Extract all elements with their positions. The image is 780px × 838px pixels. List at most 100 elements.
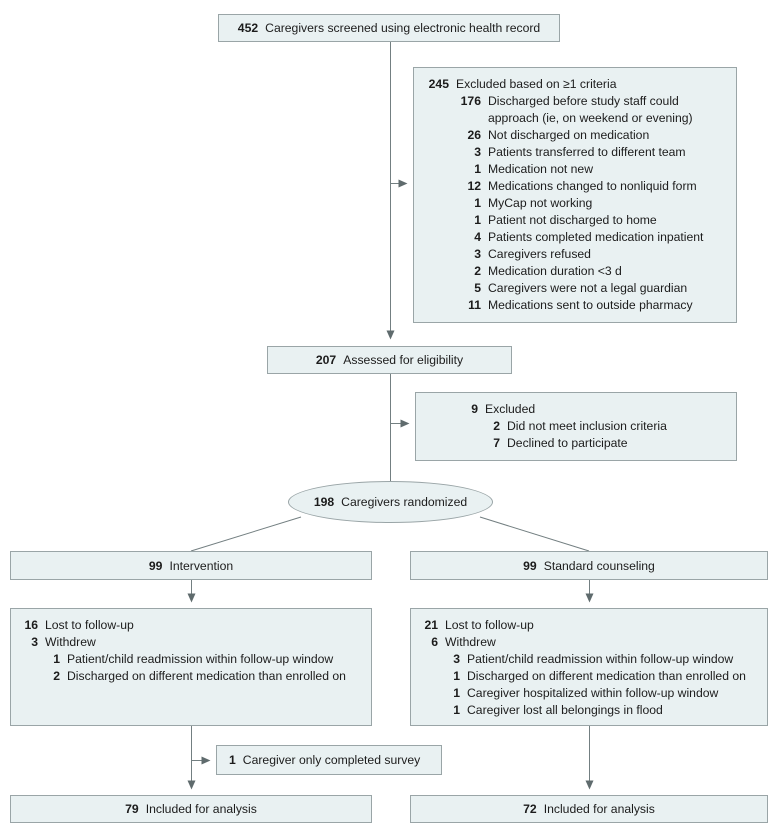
row-text: Patients transferred to different team (488, 145, 686, 159)
flow-list-row: 9 Excluded (464, 401, 732, 418)
flow-list-row: 1 Patient not discharged to home (422, 212, 732, 229)
flow-list-row: 1 Discharged on different medication than… (419, 668, 763, 685)
row-count: 1 (474, 213, 481, 227)
row-count: 2 (474, 264, 481, 278)
row-count: 3 (31, 635, 38, 649)
flow-list-row: 2 Discharged on different medication than… (19, 668, 367, 685)
survey-only-box: 1 Caregiver only completed survey (216, 745, 442, 775)
row-text: MyCap not working (488, 196, 593, 210)
line-randomized-to-standard (479, 516, 590, 552)
row-text: Did not meet inclusion criteria (507, 419, 667, 433)
flow-list-row: 3 Patient/child readmission within follow… (419, 651, 763, 668)
row-count: 12 (467, 179, 481, 193)
analysis-standard-count: 72 (523, 802, 537, 816)
row-text: Patient not discharged to home (488, 213, 657, 227)
row-text: Not discharged on medication (488, 128, 650, 142)
row-count: 1 (453, 686, 460, 700)
flow-list-row: 1 Caregiver hospitalized within follow-up… (419, 685, 763, 702)
flow-list-row: 4 Patients completed medication inpatient (422, 229, 732, 246)
randomized-ellipse: 198 Caregivers randomized (288, 481, 493, 523)
row-text: Discharged on different medication than … (467, 669, 746, 683)
flow-list-row: 1 Caregiver lost all belongings in flood (419, 702, 763, 719)
row-count: 1 (453, 703, 460, 717)
excluded-eligibility-box: 9 Excluded 2 Did not meet inclusion criteri… (415, 392, 737, 461)
flow-list-row: 3 Caregivers refused (422, 246, 732, 263)
flow-list-row: 11 Medications sent to outside pharmacy (422, 297, 732, 314)
row-count: 3 (474, 247, 481, 261)
screened-label: Caregivers screened using electronic hea… (265, 21, 541, 35)
flow-list-row: 26 Not discharged on medication (422, 127, 732, 144)
assessed-box: 207 Assessed for eligibility (267, 346, 512, 374)
flow-list-row: 2 Medication duration <3 d (422, 263, 732, 280)
analysis-standard-box: 72 Included for analysis (410, 795, 768, 823)
analysis-intervention-label: Included for analysis (145, 802, 257, 816)
row-count: 4 (474, 230, 481, 244)
analysis-intervention-count: 79 (125, 802, 139, 816)
row-count: 3 (474, 145, 481, 159)
row-count: 16 (24, 618, 38, 632)
row-text: Medications sent to outside pharmacy (488, 298, 693, 312)
row-count: 5 (474, 281, 481, 295)
row-text: Patient/child readmission within follow-… (67, 652, 334, 666)
analysis-intervention-box: 79 Included for analysis (10, 795, 372, 823)
row-count: 1 (474, 162, 481, 176)
row-count: 9 (471, 402, 478, 416)
row-count: 1 (53, 652, 60, 666)
row-count: 26 (467, 128, 481, 142)
flow-list-row: 12 Medications changed to nonliquid form (422, 178, 732, 195)
assessed-count: 207 (315, 353, 337, 367)
row-text: Excluded (485, 402, 536, 416)
intervention-label: Intervention (169, 558, 234, 573)
screened-box: 452 Caregivers screened using electronic… (218, 14, 560, 42)
row-text: Discharged before study staff could appr… (488, 94, 693, 125)
intervention-count: 99 (148, 558, 163, 573)
flow-list-row: 3 Patients transferred to different team (422, 144, 732, 161)
intervention-arm-box: 99 Intervention (10, 551, 372, 580)
standard-arm-box: 99 Standard counseling (410, 551, 768, 580)
flow-list-row: 16 Lost to follow-up (19, 617, 367, 634)
row-text: Discharged on different medication than … (67, 669, 346, 683)
row-text: Patient/child readmission within follow-… (467, 652, 734, 666)
row-text: Medications changed to nonliquid form (488, 179, 697, 193)
row-text: Withdrew (445, 635, 496, 649)
row-count: 1 (453, 669, 460, 683)
flow-list-row: 3 Withdrew (19, 634, 367, 651)
row-count: 21 (424, 618, 438, 632)
flow-list-row: 1 Patient/child readmission within follow… (19, 651, 367, 668)
row-text: Caregivers were not a legal guardian (488, 281, 688, 295)
analysis-standard-label: Included for analysis (543, 802, 655, 816)
survey-only-count: 1 (229, 753, 236, 767)
flow-list-row: 2 Did not meet inclusion criteria (464, 418, 732, 435)
row-count: 176 (460, 94, 481, 108)
row-text: Withdrew (45, 635, 96, 649)
flow-list-row: 5 Caregivers were not a legal guardian (422, 280, 732, 297)
row-text: Lost to follow-up (45, 618, 134, 632)
row-text: Lost to follow-up (445, 618, 534, 632)
standard-label: Standard counseling (543, 558, 655, 573)
row-count: 3 (453, 652, 460, 666)
survey-only-label: Caregiver only completed survey (242, 753, 421, 767)
row-text: Patients completed medication inpatient (488, 230, 704, 244)
screened-count: 452 (237, 21, 259, 35)
row-text: Medication not new (488, 162, 594, 176)
row-count: 7 (493, 436, 500, 450)
row-text: Caregiver hospitalized within follow-up … (467, 686, 719, 700)
row-count: 2 (53, 669, 60, 683)
row-text: Medication duration <3 d (488, 264, 622, 278)
row-count: 11 (468, 298, 481, 312)
row-count: 2 (493, 419, 500, 433)
flow-list-row: 176 Discharged before study staff could a… (422, 93, 732, 127)
row-text: Caregivers refused (488, 247, 591, 261)
row-count: 245 (428, 77, 449, 91)
lost-intervention-box: 16 Lost to follow-up 3 Withdrew 1 Patient/chi… (10, 608, 372, 726)
assessed-label: Assessed for eligibility (343, 353, 464, 367)
row-text: Caregiver lost all belongings in flood (467, 703, 663, 717)
